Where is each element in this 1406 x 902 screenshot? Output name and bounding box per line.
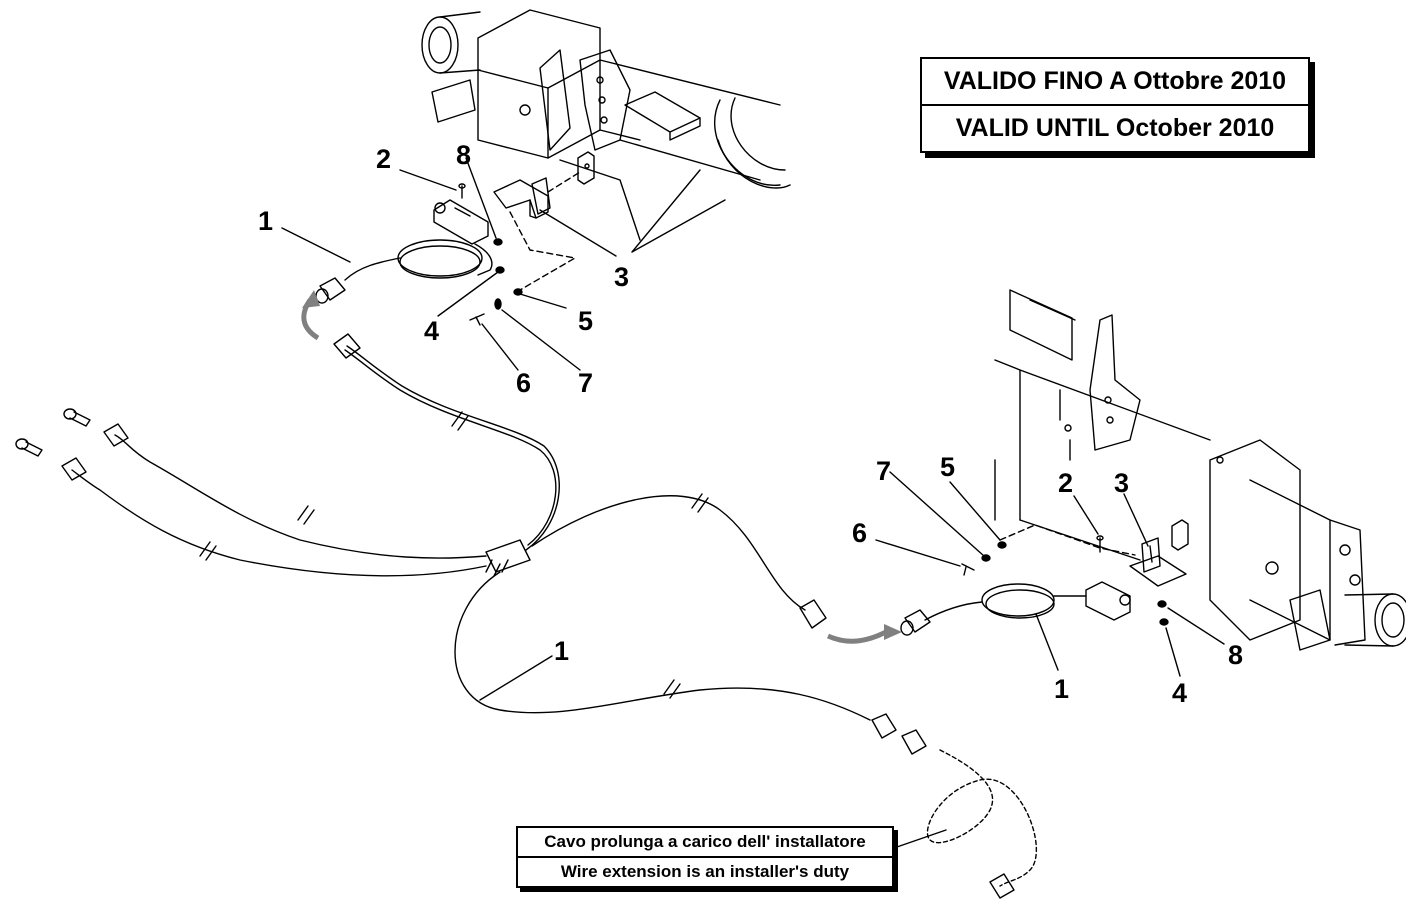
callout-left-5: 5 (578, 306, 593, 336)
extension-note: Cavo prolunga a carico dell' installator… (516, 826, 894, 888)
callout-right-2: 2 (1058, 468, 1073, 498)
callout-left-3: 3 (614, 262, 629, 292)
extension-line-en: Wire extension is an installer's duty (518, 856, 892, 886)
harness-connectors (15, 333, 1015, 899)
callout-right-6: 6 (852, 518, 867, 548)
callouts: 1 2 3 4 5 6 7 8 1 2 3 4 5 6 7 8 1 (258, 140, 1243, 708)
right-small-parts (961, 524, 1169, 626)
callout-right-8: 8 (1228, 640, 1243, 670)
connection-arrows (301, 298, 888, 644)
leader-lines (281, 157, 1225, 849)
harness (71, 345, 1038, 887)
left-bracket (493, 177, 551, 219)
callout-left-7: 7 (578, 368, 593, 398)
callout-right-7: 7 (876, 456, 891, 486)
callout-left-1: 1 (258, 206, 273, 236)
right-bracket (1129, 537, 1187, 587)
left-axle (421, 9, 791, 241)
callout-right-5: 5 (940, 452, 955, 482)
callout-harness-1: 1 (554, 636, 569, 666)
right-sensor-cable (900, 581, 1131, 636)
right-axle (994, 289, 1406, 651)
left-small-parts (458, 171, 581, 326)
validity-note: VALIDO FINO A Ottobre 2010 VALID UNTIL O… (920, 57, 1310, 153)
callout-left-2: 2 (376, 144, 391, 174)
callout-left-8: 8 (456, 140, 471, 170)
left-sensor-cable (315, 199, 493, 304)
callout-left-6: 6 (516, 368, 531, 398)
arrow-heads (302, 290, 902, 640)
extension-line-it: Cavo prolunga a carico dell' installator… (544, 832, 866, 851)
callout-left-4: 4 (424, 316, 439, 346)
validity-line-it: VALIDO FINO A Ottobre 2010 (943, 67, 1287, 95)
callout-right-3: 3 (1114, 468, 1129, 498)
callout-right-1: 1 (1054, 674, 1069, 704)
validity-line-en: VALID UNTIL October 2010 (922, 104, 1308, 151)
callout-right-4: 4 (1172, 678, 1187, 708)
